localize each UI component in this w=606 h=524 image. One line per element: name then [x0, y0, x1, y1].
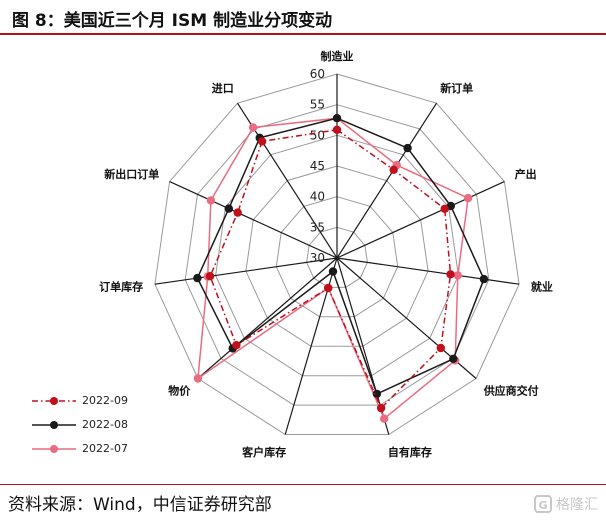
tick-label: 50 — [310, 128, 325, 142]
legend-label-2022-09: 2022-09 — [82, 394, 128, 407]
legend-marker-2022-07 — [32, 445, 76, 453]
data-point-2022-08 — [479, 274, 489, 284]
axis-spoke — [336, 181, 505, 259]
axis-label: 客户库存 — [241, 445, 286, 459]
data-point-2022-09 — [440, 204, 449, 213]
data-point-2022-08 — [332, 114, 342, 123]
axis-label: 新出口订单 — [104, 167, 159, 181]
axis-label: 新订单 — [440, 81, 473, 95]
tick-label: 30 — [310, 251, 325, 265]
data-point-2022-08 — [328, 267, 338, 276]
data-point-2022-09 — [232, 341, 241, 350]
axis-label: 物价 — [168, 383, 191, 397]
tick-label: 45 — [310, 159, 325, 173]
watermark: G 格隆汇 — [534, 494, 598, 514]
data-point-2022-09 — [389, 165, 398, 174]
data-point-2022-07 — [206, 196, 216, 205]
data-point-2022-09 — [332, 125, 342, 134]
axis-label: 进口 — [212, 81, 234, 95]
legend: 2022-09 2022-08 2022-07 — [30, 390, 180, 462]
axis-label: 订单库存 — [99, 280, 143, 294]
axis-spoke — [154, 257, 338, 285]
data-point-2022-09 — [324, 283, 333, 293]
data-point-2022-09 — [436, 343, 445, 353]
grid-ring-35 — [306, 226, 368, 288]
legend-item-2022-09[interactable]: 2022-09 — [30, 390, 180, 414]
legend-marker-2022-08 — [32, 421, 76, 429]
grid-ring-60 — [154, 73, 520, 435]
series-line-2022-08 — [196, 117, 485, 395]
data-point-2022-09 — [233, 208, 242, 217]
footer-divider — [0, 484, 606, 485]
data-point-2022-08 — [449, 354, 458, 363]
grid-ring-55 — [184, 104, 490, 406]
axis-label: 产出 — [515, 167, 537, 181]
axis-label: 供应商交付 — [483, 383, 539, 397]
axis-spoke — [336, 257, 520, 285]
axis-label: 制造业 — [321, 49, 354, 63]
legend-marker-2022-09 — [32, 397, 76, 405]
title-divider — [0, 33, 606, 35]
data-point-2022-07 — [453, 271, 462, 280]
data-point-2022-09 — [376, 403, 386, 413]
legend-label-2022-07: 2022-07 — [82, 442, 128, 455]
legend-label-2022-08: 2022-08 — [82, 418, 128, 431]
legend-item-2022-08[interactable]: 2022-08 — [30, 414, 180, 438]
watermark-text: 格隆汇 — [556, 497, 598, 513]
legend-item-2022-07[interactable]: 2022-07 — [30, 438, 180, 462]
grid-ring-45 — [245, 165, 429, 347]
source-note: 资料来源：Wind，中信证券研究部 — [8, 495, 272, 515]
data-point-2022-08 — [224, 204, 233, 213]
data-point-2022-07 — [380, 414, 389, 423]
axis-spoke — [169, 181, 338, 259]
axis-label: 就业 — [531, 280, 553, 294]
data-point-2022-09 — [205, 272, 215, 281]
watermark-logo-icon: G — [534, 495, 552, 513]
tick-label: 35 — [310, 220, 325, 234]
data-point-2022-07 — [248, 123, 258, 132]
data-point-2022-08 — [193, 273, 202, 283]
grid-ring-40 — [275, 196, 399, 318]
tick-label: 55 — [310, 98, 325, 112]
axis-spoke — [336, 102, 438, 259]
axis-spoke — [197, 257, 338, 379]
series-line-2022-09 — [209, 129, 452, 410]
data-point-2022-07 — [463, 193, 473, 203]
data-point-2022-09 — [446, 270, 455, 279]
data-point-2022-08 — [372, 389, 382, 399]
tick-label: 40 — [310, 190, 325, 204]
chart-title: 图 8：美国近三个月 ISM 制造业分项变动 — [12, 11, 333, 31]
tick-label: 60 — [310, 67, 325, 81]
axis-label: 自有库存 — [388, 445, 432, 459]
data-point-2022-09 — [257, 137, 267, 146]
data-point-2022-07 — [193, 374, 203, 383]
data-point-2022-08 — [403, 143, 412, 153]
